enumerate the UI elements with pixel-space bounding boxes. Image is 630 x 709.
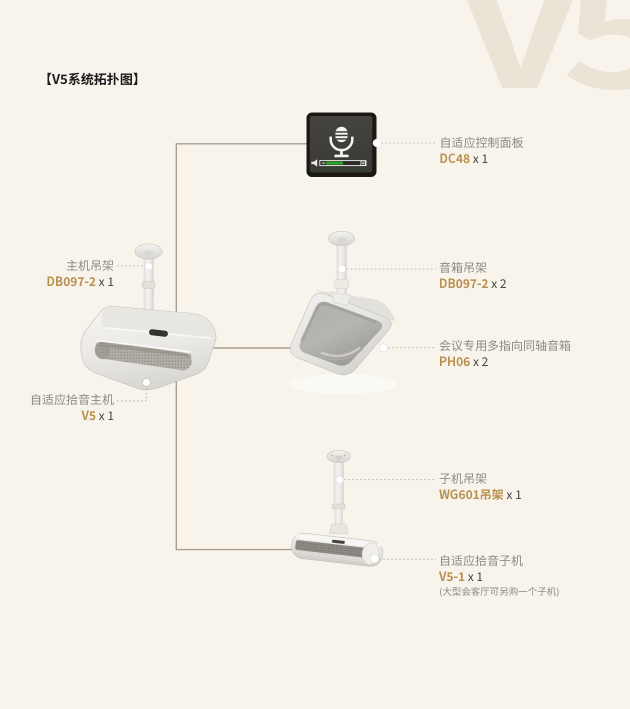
- label-sub-hanger-model: WG601吊架: [439, 486, 504, 503]
- speaker-waveguide: [320, 346, 361, 358]
- sub-unit-flange-screw: [344, 454, 347, 457]
- connection-dots: [144, 139, 388, 564]
- microphone-stripes: [335, 131, 348, 140]
- v5-watermark: V5: [458, 0, 630, 132]
- label-speaker: 会议专用多指向同轴音箱 PH06 x 2: [439, 338, 571, 370]
- main-unit-port: [141, 377, 151, 387]
- speaker-recess: [299, 301, 383, 366]
- dot-panel: [372, 139, 381, 147]
- control-panel-screen: [309, 116, 373, 173]
- main-unit-grille-shadow: [95, 342, 192, 358]
- label-main-unit-qty: x 1: [95, 407, 114, 424]
- speaker-recess-shadow: [300, 301, 378, 342]
- speaker-waveguide-2: [317, 349, 364, 361]
- volume-bar: [311, 159, 367, 167]
- label-speaker-hanger-name: 音箱吊架: [439, 259, 488, 276]
- control-panel-device: [306, 112, 377, 177]
- speaker-flange-hub: [336, 237, 347, 242]
- main-unit-grille-highlight: [95, 339, 191, 353]
- label-sub-unit-name: 自适应拾音子机: [439, 551, 524, 569]
- dot-speaker: [378, 343, 388, 353]
- microphone-icon: [329, 126, 354, 158]
- sub-unit-pole-lower: [334, 509, 343, 526]
- label-speaker-qty: x 2: [470, 353, 489, 370]
- speaker-bracket: [331, 292, 351, 306]
- main-unit-grille-endcap: [94, 341, 111, 360]
- main-unit-grille: [94, 341, 192, 371]
- label-speaker-name: 会议专用多指向同轴音箱: [439, 337, 572, 354]
- sub-unit-flange-screw: [337, 459, 340, 462]
- sub-unit-device: [291, 450, 384, 567]
- sub-unit-bottom-lip: [296, 551, 370, 563]
- main-unit-pole-joint: [142, 281, 156, 289]
- speaker-pole-joint: [334, 279, 349, 289]
- sub-unit-flange-screw: [331, 454, 334, 457]
- volume-fill: [326, 161, 344, 165]
- leader-lines: [117, 142, 436, 560]
- label-main-hanger-model: DB097-2: [46, 273, 96, 290]
- label-sub-hanger: 子机吊架 WG601吊架 x 1: [439, 471, 522, 503]
- label-main-hanger-qty: x 1: [95, 273, 114, 290]
- dot-sub-unit: [370, 553, 380, 564]
- speaker-icon: [311, 159, 318, 167]
- label-sub-hanger-qty: x 1: [503, 486, 522, 503]
- label-sub-unit: 自适应拾音子机 V5-1 x 1 (大型会客厅可另购一个子机): [439, 551, 560, 598]
- label-speaker-hanger-qty: x 2: [488, 275, 507, 292]
- dot-speaker-hanger: [337, 264, 347, 274]
- control-panel-glow: [310, 168, 372, 172]
- dot-main-hanger: [144, 262, 153, 271]
- plus-icon: [360, 160, 366, 166]
- label-main-hanger-name: 主机吊架: [65, 257, 114, 274]
- label-control-panel: 自适应控制面板 DC48 x 1: [439, 133, 524, 167]
- label-main-unit: 自适应拾音主机 V5 x 1: [30, 392, 114, 424]
- main-unit-flange-hub: [143, 250, 154, 256]
- label-sub-unit-model: V5-1: [439, 567, 466, 585]
- speaker-base-disc: [286, 371, 400, 396]
- main-unit-device: [80, 243, 217, 391]
- label-main-unit-name: 自适应拾音主机: [29, 391, 114, 408]
- label-sub-unit-note: (大型会客厅可另购一个子机): [439, 583, 560, 598]
- label-speaker-model: PH06: [439, 353, 471, 370]
- sub-unit-pole-joint: [332, 503, 346, 510]
- sub-unit-flange-hub: [334, 455, 343, 460]
- label-control-panel-name: 自适应控制面板: [439, 133, 524, 151]
- label-control-panel-model: DC48: [439, 149, 471, 167]
- sub-unit-pole-flare: [329, 523, 349, 534]
- dot-sub-hanger: [335, 475, 344, 484]
- minus-icon: [321, 162, 326, 164]
- label-main-unit-model: V5: [81, 407, 96, 424]
- label-sub-hanger-name: 子机吊架: [439, 470, 488, 487]
- speaker-device: [286, 231, 400, 396]
- label-main-hanger: 主机吊架 DB097-2 x 1: [46, 258, 114, 290]
- label-sub-unit-qty: x 1: [465, 567, 484, 585]
- label-control-panel-qty: x 1: [470, 149, 489, 167]
- label-speaker-hanger-model: DB097-2: [439, 275, 489, 292]
- main-unit-logo: [149, 329, 168, 337]
- sub-unit-logo: [331, 539, 345, 544]
- label-speaker-hanger: 音箱吊架 DB097-2 x 2: [439, 260, 507, 292]
- page-title: 【V5系统拓扑图】: [39, 69, 146, 88]
